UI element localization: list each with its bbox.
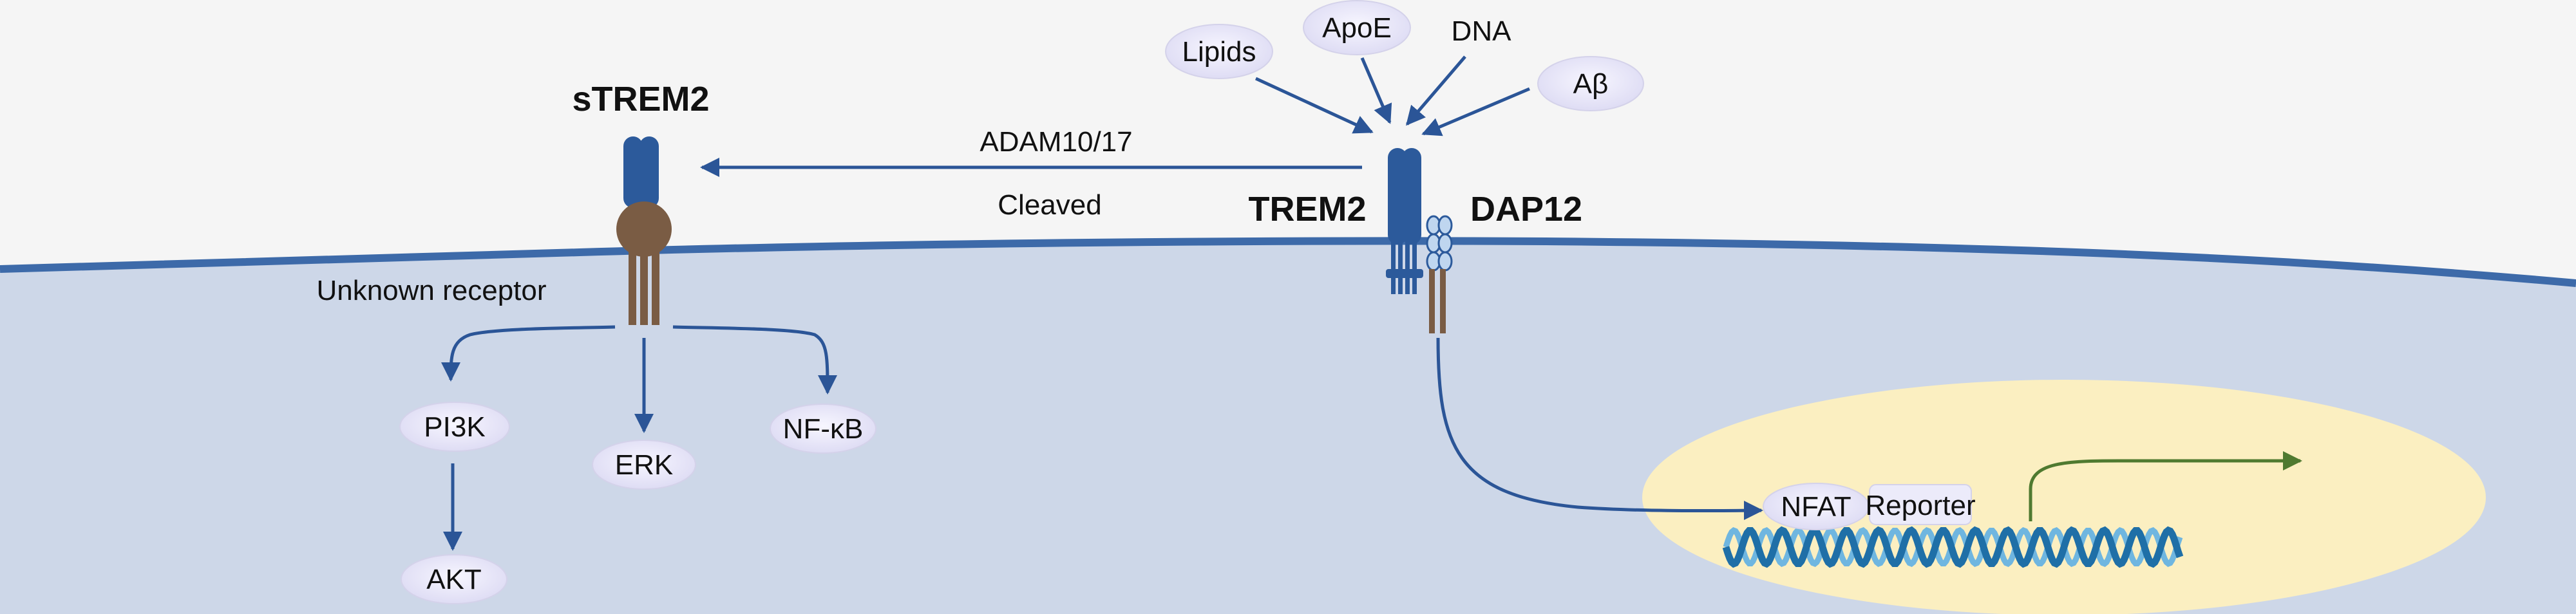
cell-membrane — [0, 237, 2576, 287]
lipids-label: Lipids — [1182, 36, 1256, 68]
nfat-pill: NFAT — [1763, 483, 1870, 530]
apoe-pill: ApoE — [1303, 0, 1411, 55]
trem2-protein — [1386, 148, 1423, 294]
abeta-label: Aβ — [1573, 68, 1609, 100]
apoe-label: ApoE — [1322, 12, 1392, 44]
nfkb-arrow — [672, 325, 837, 395]
abeta-arrow — [1421, 87, 1530, 136]
abeta-pill: Aβ — [1537, 56, 1644, 111]
nfkb-pill: NF-κB — [770, 404, 876, 454]
pi3k-pill: PI3K — [399, 402, 510, 452]
apoe-arrow — [1360, 57, 1392, 124]
akt-pill: AKT — [401, 554, 507, 604]
dna-arrow — [1406, 55, 1466, 126]
lipids-pill: Lipids — [1165, 24, 1273, 79]
receptor-signaling-arrows — [441, 325, 837, 551]
strem2-protein — [616, 136, 672, 325]
erk-pill: ERK — [592, 440, 696, 490]
nfat-label: NFAT — [1781, 491, 1851, 523]
ligand-arrows — [1255, 55, 1530, 136]
erk-label: ERK — [615, 449, 673, 481]
unknown-receptor-label: Unknown receptor — [316, 275, 546, 306]
cleaved-label: Cleaved — [998, 189, 1101, 221]
pi3k-arrow — [441, 325, 616, 382]
dna-label: DNA — [1452, 15, 1512, 47]
strem2-label: sTREM2 — [572, 80, 709, 118]
dap12-label: DAP12 — [1470, 190, 1582, 228]
akt-label: AKT — [426, 564, 482, 595]
pi3k-label: PI3K — [424, 411, 485, 443]
adam-label: ADAM10/17 — [980, 126, 1132, 158]
dna-helix — [1722, 526, 2184, 568]
reporter-label: Reporter — [1865, 490, 1975, 521]
dap12-to-nfat-arrow — [1436, 337, 1763, 521]
unknown-receptor-head — [616, 201, 672, 257]
lipids-arrow — [1255, 77, 1374, 134]
reporter-expression-arrow — [2029, 451, 2302, 521]
dap12-protein — [1426, 215, 1453, 333]
dna-strand-front — [1722, 526, 2184, 568]
nfkb-label: NF-κB — [783, 413, 864, 445]
trem2-label: TREM2 — [1248, 190, 1366, 228]
reporter-box: Reporter — [1865, 484, 1976, 525]
